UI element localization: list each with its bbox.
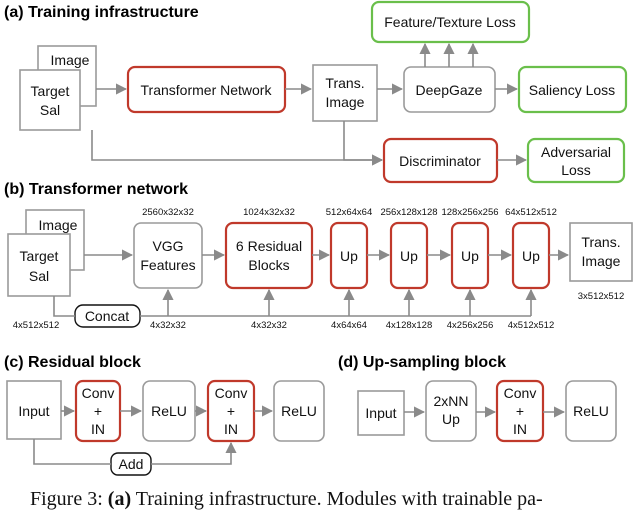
dim-bottom-up2: 4x128x128: [386, 320, 432, 331]
trans-label-b: Trans.: [581, 234, 620, 250]
conv-label-d: Conv: [504, 385, 537, 401]
relu-box-c2: [273, 380, 325, 442]
caption-rest: Training infrastructure. Modules with tr…: [131, 488, 543, 510]
connectors-c: [33, 405, 274, 465]
up-label-1: Up: [340, 248, 358, 264]
target-label-a: Target: [31, 83, 70, 99]
loss-label: Loss: [561, 162, 591, 178]
nn-up-label: Up: [442, 411, 460, 427]
dimension-labels-bottom: 4x512x512 4x32x32 4x32x32 4x64x64 4x128x…: [13, 291, 624, 331]
adversarial-label: Adversarial: [541, 144, 611, 160]
image-label-b: Image: [39, 217, 78, 233]
relu-label-d: ReLU: [573, 403, 609, 419]
conv-in-box-d: [495, 379, 545, 443]
residual-label: 6 Residual: [236, 238, 302, 254]
vgg-features-box: [133, 222, 203, 289]
discriminator-label: Discriminator: [399, 153, 481, 169]
wire-input-add: [33, 439, 111, 465]
figure-caption: Figure 3: (a) Training infrastructure. M…: [30, 488, 543, 511]
section-a-title: (a) Training infrastructure: [4, 4, 199, 21]
sal-label-a: Sal: [40, 102, 60, 118]
in-label-c2: IN: [224, 421, 238, 437]
trans-image-box-a: [312, 64, 378, 122]
dim-top-vgg: 2560x32x32: [142, 207, 194, 218]
plus-label-d: +: [516, 403, 524, 419]
add-label: Add: [119, 456, 144, 472]
input-label-d: Input: [365, 405, 396, 421]
section-b-title: (b) Transformer network: [4, 181, 188, 198]
dimension-labels-top: 2560x32x32 1024x32x32 512x64x64 256x128x…: [142, 207, 557, 218]
relu-box-d: [565, 380, 617, 442]
vgg-label: VGG: [152, 238, 183, 254]
caption-prefix: Figure 3:: [30, 488, 108, 510]
wire-input-concat: [53, 296, 75, 317]
adversarial-loss-box: [526, 137, 626, 184]
deepgaze-label: DeepGaze: [416, 82, 483, 98]
trans-image-box-b: [569, 222, 633, 282]
dim-top-up2: 256x128x128: [380, 207, 437, 218]
image-label-a: Image: [51, 52, 90, 68]
section-c-title: (c) Residual block: [4, 354, 141, 371]
relu-label-c1: ReLU: [151, 403, 187, 419]
relu-label-c2: ReLU: [281, 403, 317, 419]
input-stack-a: Image Target Sal: [19, 45, 97, 131]
image2-label-a: Image: [326, 94, 365, 110]
target-sal-box-a: [19, 69, 81, 131]
saliency-loss-box: [517, 65, 628, 114]
target-sal-box-b: [7, 233, 71, 297]
saliency-loss-label: Saliency Loss: [529, 82, 615, 98]
in-label-d: IN: [513, 421, 527, 437]
input-stack-b: Image Target Sal: [7, 209, 85, 297]
transformer-network-label: Transformer Network: [141, 82, 273, 98]
in-label-c1: IN: [91, 421, 105, 437]
dim-top-up1: 512x64x64: [326, 207, 372, 218]
input-box-c: [6, 380, 62, 440]
dim-output: 3x512x512: [578, 291, 624, 302]
feature-texture-loss-box: [370, 0, 531, 44]
trans-label-a: Trans.: [325, 75, 364, 91]
up-label-4: Up: [522, 248, 540, 264]
dim-top-up3: 128x256x256: [441, 207, 498, 218]
target-label-b: Target: [20, 248, 59, 264]
dim-bottom-up4: 4x512x512: [508, 320, 554, 331]
arrow-transimage-discriminator: [343, 121, 384, 166]
arrow-add-conv2: [151, 441, 237, 465]
dim-bottom-input: 4x512x512: [13, 320, 59, 331]
connectors-a: [91, 42, 528, 166]
nn-label: 2xNN: [433, 393, 468, 409]
plus-label-c1: +: [94, 403, 102, 419]
features-label: Features: [140, 257, 195, 273]
dim-top-residual: 1024x32x32: [243, 207, 295, 218]
conv-label-c1: Conv: [82, 385, 115, 401]
arrow-input-discriminator: [91, 130, 384, 166]
connectors-b: [53, 249, 570, 317]
dim-top-up4: 64x512x512: [505, 207, 557, 218]
blocks-label: Blocks: [248, 257, 289, 273]
feature-texture-loss-label: Feature/Texture Loss: [384, 14, 516, 30]
dim-bottom-vgg: 4x32x32: [150, 320, 186, 331]
residual-blocks-box: [224, 221, 314, 290]
image2-label-b: Image: [582, 253, 621, 269]
dim-bottom-up1: 4x64x64: [331, 320, 367, 331]
plus-label-c2: +: [227, 403, 235, 419]
concat-label: Concat: [85, 308, 129, 324]
dim-bottom-up3: 4x256x256: [447, 320, 493, 331]
up-label-2: Up: [400, 248, 418, 264]
section-d-title: (d) Up-sampling block: [338, 354, 506, 371]
nn-upsample-box: [425, 380, 477, 442]
input-label-c: Input: [18, 403, 49, 419]
sal-label-b: Sal: [29, 268, 49, 284]
conv-label-c2: Conv: [215, 385, 248, 401]
up-label-3: Up: [461, 248, 479, 264]
dim-bottom-residual: 4x32x32: [251, 320, 287, 331]
input-box-d: [357, 390, 405, 436]
caption-bold: (a): [107, 488, 132, 510]
